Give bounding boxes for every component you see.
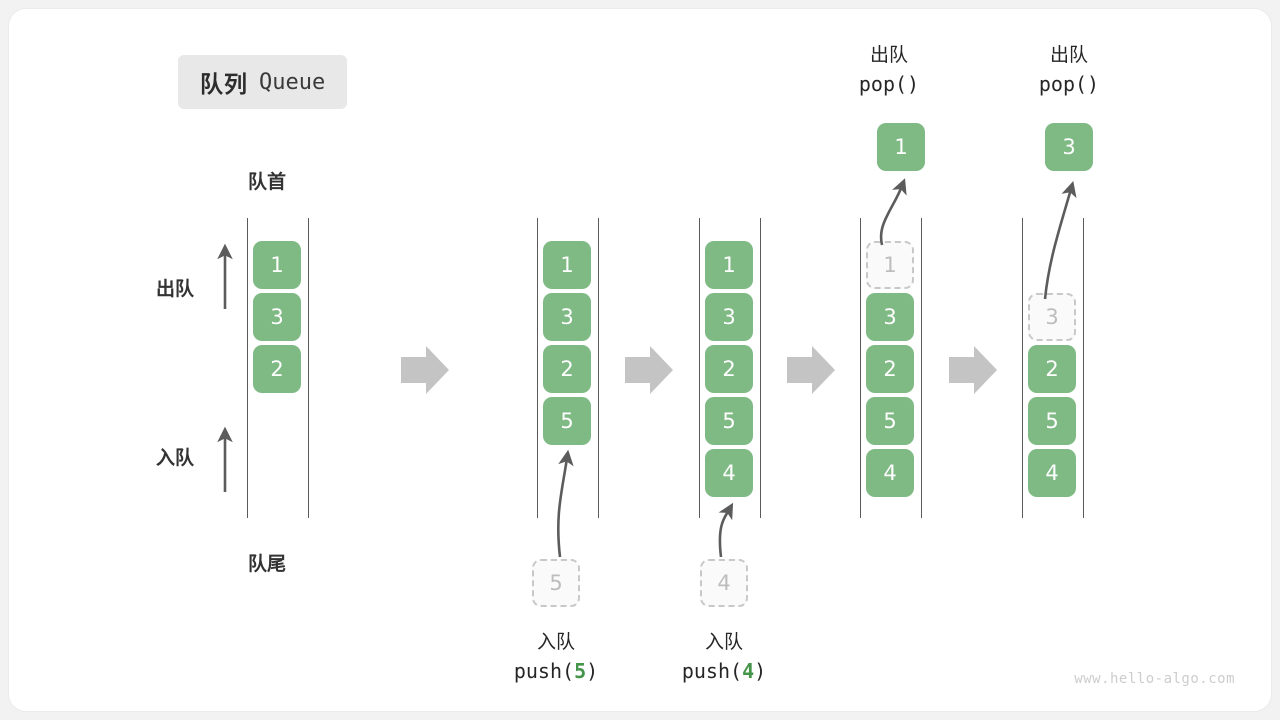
rail-right-col3 (760, 218, 761, 518)
ghost-element-pop-1: 1 (866, 241, 914, 289)
queue-element: 2 (1028, 345, 1076, 393)
queue-element: 3 (543, 293, 591, 341)
caption-push-4-code: push(4) (634, 657, 814, 686)
step-arrow-1 (401, 346, 449, 394)
rail-right-col5 (1083, 218, 1084, 518)
caption-pop-3-code: pop() (1038, 71, 1100, 96)
queue-element-new: 4 (705, 449, 753, 497)
rail-left-col4 (860, 218, 861, 518)
queue-element: 4 (866, 449, 914, 497)
diagram-card: 队列 Queue 队首 队尾 出队 入队 1 3 2 1 3 2 5 5 入队 … (8, 8, 1272, 712)
title-badge: 队列 Queue (178, 55, 348, 109)
caption-suffix: ) (586, 658, 599, 683)
caption-prefix: push( (681, 658, 743, 683)
rail-right-col2 (598, 218, 599, 518)
caption-pop-3: 出队 pop() (979, 42, 1159, 99)
caption-number: 4 (742, 658, 755, 683)
caption-pop-1-cn: 出队 (869, 45, 908, 66)
caption-suffix: ) (754, 658, 767, 683)
title-en: Queue (259, 69, 326, 95)
pop-3-arrow (1043, 181, 1077, 300)
queue-element: 1 (253, 241, 301, 289)
caption-push-4: 入队 push(4) (634, 629, 814, 686)
pop-1-arrow (879, 178, 907, 246)
queue-element: 5 (1028, 397, 1076, 445)
push-4-arrow (718, 502, 734, 558)
caption-prefix: push( (513, 658, 575, 683)
rail-right-col4 (921, 218, 922, 518)
popped-element-3: 3 (1045, 123, 1093, 171)
rail-left-col2 (537, 218, 538, 518)
queue-element: 5 (866, 397, 914, 445)
queue-element: 1 (705, 241, 753, 289)
caption-push-5: 入队 push(5) (466, 629, 646, 686)
caption-pop-3-cn: 出队 (1049, 45, 1088, 66)
queue-element: 1 (543, 241, 591, 289)
queue-element-new: 5 (543, 397, 591, 445)
queue-element: 2 (705, 345, 753, 393)
caption-push-5-cn: 入队 (536, 632, 575, 653)
rail-left-col5 (1022, 218, 1023, 518)
ghost-element-push-4: 4 (700, 559, 748, 607)
step-arrow-3 (787, 346, 835, 394)
title-cn: 队列 (200, 71, 248, 97)
caption-push-5-code: push(5) (466, 657, 646, 686)
queue-element: 3 (866, 293, 914, 341)
enqueue-direction-label: 入队 (156, 448, 195, 469)
ghost-element-push-5: 5 (532, 559, 580, 607)
dequeue-direction-label: 出队 (156, 279, 195, 300)
rail-left-col3 (699, 218, 700, 518)
queue-element: 2 (543, 345, 591, 393)
queue-element: 2 (866, 345, 914, 393)
watermark: www.hello-algo.com (1074, 671, 1235, 687)
rail-left-col1 (247, 218, 248, 518)
queue-element: 4 (1028, 449, 1076, 497)
step-arrow-4 (949, 346, 997, 394)
queue-tail-label: 队尾 (248, 554, 287, 575)
push-5-arrow (557, 449, 574, 558)
caption-pop-1: 出队 pop() (799, 42, 979, 99)
queue-element: 3 (253, 293, 301, 341)
queue-element: 2 (253, 345, 301, 393)
rail-right-col1 (308, 218, 309, 518)
queue-element: 5 (705, 397, 753, 445)
popped-element-1: 1 (877, 123, 925, 171)
caption-pop-1-code: pop() (858, 71, 920, 96)
step-arrow-2 (625, 346, 673, 394)
queue-element: 3 (705, 293, 753, 341)
caption-push-4-cn: 入队 (704, 632, 743, 653)
caption-number: 5 (574, 658, 587, 683)
ghost-element-pop-3: 3 (1028, 293, 1076, 341)
queue-head-label: 队首 (248, 172, 287, 193)
